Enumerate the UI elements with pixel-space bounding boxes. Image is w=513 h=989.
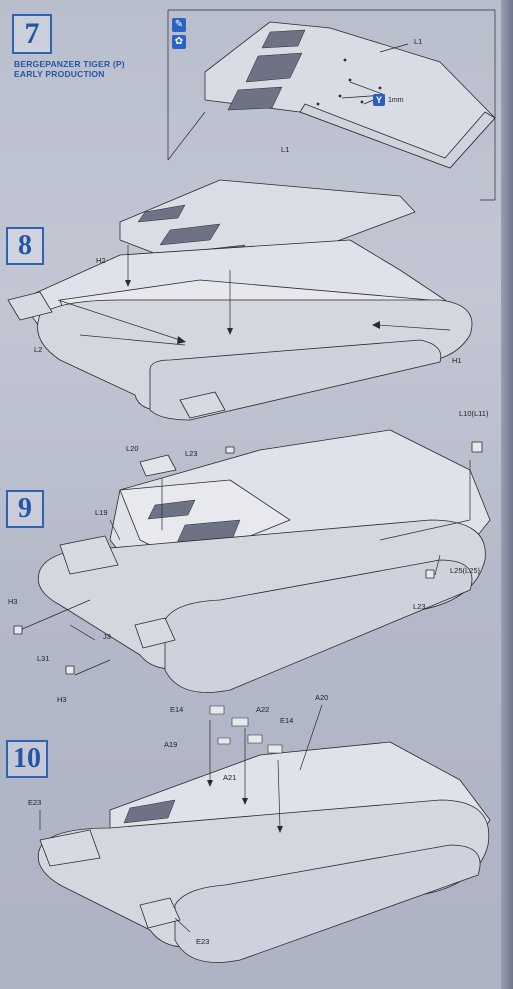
- label-h1: H1: [452, 356, 462, 365]
- label-a19: A19: [164, 740, 178, 749]
- label-l31: L31: [37, 654, 50, 663]
- step-8-assembly: [7, 179, 473, 421]
- cement-icon: ✿: [172, 35, 186, 49]
- label-l1-step7: L1: [414, 37, 423, 46]
- label-e23-bottom: E23: [196, 937, 210, 946]
- label-l2: L2: [34, 345, 43, 354]
- label-l10: L10(L11): [459, 409, 489, 418]
- step-10-assembly: [37, 704, 491, 963]
- model-title: BERGEPANZER TIGER (P): [14, 59, 125, 69]
- drill-callout: Y 1mm: [373, 94, 404, 106]
- step-8-number: 8: [6, 227, 44, 265]
- label-l19: L19: [95, 508, 108, 517]
- drill-icon: Y: [373, 94, 385, 106]
- label-e14-left: E14: [170, 705, 184, 714]
- paint-icon: ✎: [172, 18, 186, 32]
- label-h2: H2: [96, 256, 106, 265]
- step-10-number: 10: [6, 740, 48, 778]
- page-edge: [501, 0, 513, 989]
- label-e23-left: E23: [28, 798, 42, 807]
- step-7-number: 7: [12, 14, 52, 54]
- model-subtitle: EARLY PRODUCTION: [14, 69, 105, 79]
- step-9-number: 9: [6, 490, 44, 528]
- label-l1-step8: L1: [281, 145, 290, 154]
- label-a20: A20: [315, 693, 329, 702]
- label-l23-bottom: L23: [413, 602, 426, 611]
- label-e14-right: E14: [280, 716, 294, 725]
- label-l23-top: L23: [185, 449, 198, 458]
- label-l20: L20: [126, 444, 139, 453]
- label-h3-bottom: H3: [57, 695, 67, 704]
- drill-size: 1mm: [388, 96, 404, 104]
- label-a21: A21: [223, 773, 237, 782]
- label-a22: A22: [256, 705, 270, 714]
- step-9-assembly: [13, 429, 491, 693]
- label-l25: L25(L25): [450, 566, 481, 575]
- step-7-detail-plate: [167, 9, 496, 201]
- label-j3: J3: [103, 632, 111, 641]
- label-h3-left: H3: [8, 597, 18, 606]
